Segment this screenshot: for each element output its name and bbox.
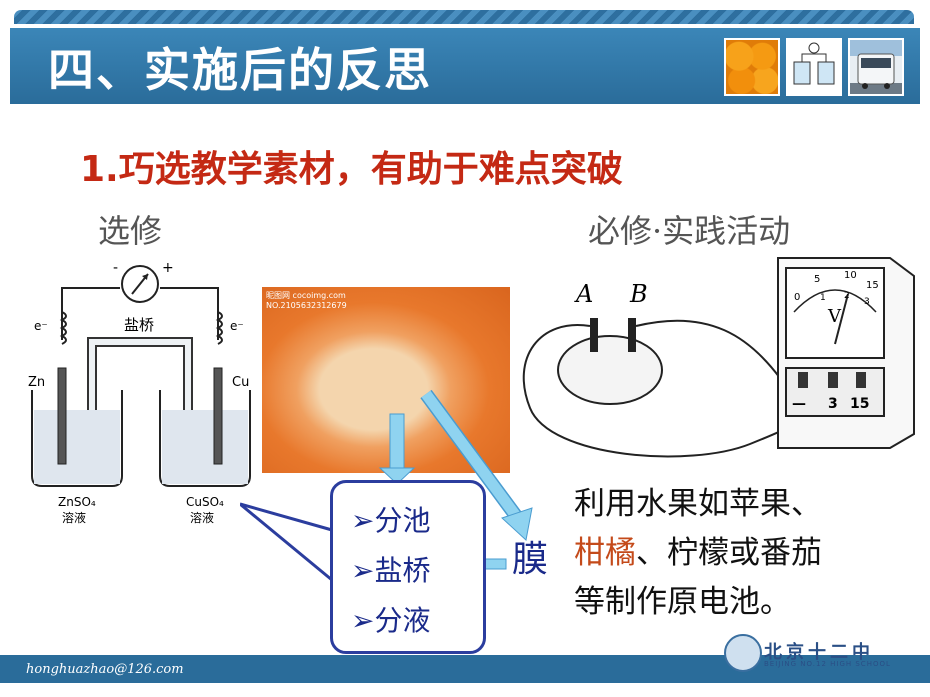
bubble-item-separate-cells: ➢分池 [351,504,431,537]
school-logo-icon [724,634,762,672]
battery-diagram-thumbnail [786,38,842,96]
electron-right: e⁻ [230,319,244,333]
scale-5: 5 [814,274,820,285]
school-name-en: BEIJING NO.12 HIGH SCHOOL [764,660,891,668]
down-arrow-head [378,467,416,485]
lemon-icon [557,335,663,405]
down-arrow-shaft [389,413,405,471]
description-line-1: 利用水果如苹果、 [574,486,822,522]
watermark-line-1: 昵图网 cocoimg.com [266,291,346,300]
membrane-label: 膜 [512,539,549,580]
scale-1: 1 [820,293,826,303]
description-line-3: 等制作原电池。 [574,584,791,620]
solution-left-label: 溶液 [62,510,86,525]
callout-bubble: ➢分池 ➢盐桥 ➢分液 [330,480,486,654]
cuso4-label: CuSO₄ [186,495,224,509]
cu-label: Cu [232,375,249,390]
solution-right-label: 溶液 [190,510,214,525]
slide-title: 四、实施后的反思 [48,43,432,97]
watermark-line-2: NO.2105632312679 [266,301,347,310]
galvanic-cell-diagram: - + e⁻ e⁻ 盐桥 Zn Cu ZnSO₄ 溶液 CuSO₄ 溶液 [28,260,251,525]
scale-10: 10 [844,270,857,281]
description-text: 利用水果如苹果、 柑橘、柠檬或番茄 等制作原电池。 [574,480,914,627]
top-decor-stripe [14,10,914,24]
elective-label: 选修 [98,212,163,250]
compulsory-practice-label: 必修·实践活动 [588,212,791,250]
photo-watermark: 昵图网 cocoimg.com NO.2105632312679 [266,291,347,311]
highlight-citrus: 柑橘 [574,535,636,571]
slide-subtitle: 1.巧选教学素材，有助于难点突破 [80,149,623,190]
electrode-a-label: A [574,280,593,308]
fruit-battery-diagram: A B V 0 5 10 15 1 2 3 — 3 15 [522,257,915,458]
terminal-3: 3 [828,396,838,412]
scale-2: 2 [844,291,850,301]
bus-thumbnail [848,38,904,96]
terminal-minus: — [792,396,806,412]
description-line-2: 柑橘、柠檬或番茄 [574,529,914,578]
terminal-15: 15 [850,396,869,412]
scale-0: 0 [794,292,800,303]
salt-bridge-label: 盐桥 [124,316,154,334]
school-name: 北京十二中 [764,642,874,663]
plus-sign: + [162,260,174,276]
footer-bar [0,655,930,683]
oranges-thumbnail [724,38,780,96]
scale-3: 3 [864,297,870,307]
author-email: honghuazhao@126.com [26,662,184,677]
description-line-2-rest: 、柠檬或番茄 [636,535,822,571]
zn-label: Zn [28,375,45,390]
electrode-b-label: B [629,280,648,308]
bubble-item-separate-solutions: ➢分液 [351,604,431,637]
voltmeter-v-label: V [827,306,842,327]
scale-15: 15 [866,280,879,291]
electron-left: e⁻ [34,319,48,333]
minus-sign: - [113,260,118,276]
znso4-label: ZnSO₄ [58,495,96,509]
diagonal-arrow-head [501,507,533,541]
bubble-item-salt-bridge: ➢盐桥 [351,554,431,587]
